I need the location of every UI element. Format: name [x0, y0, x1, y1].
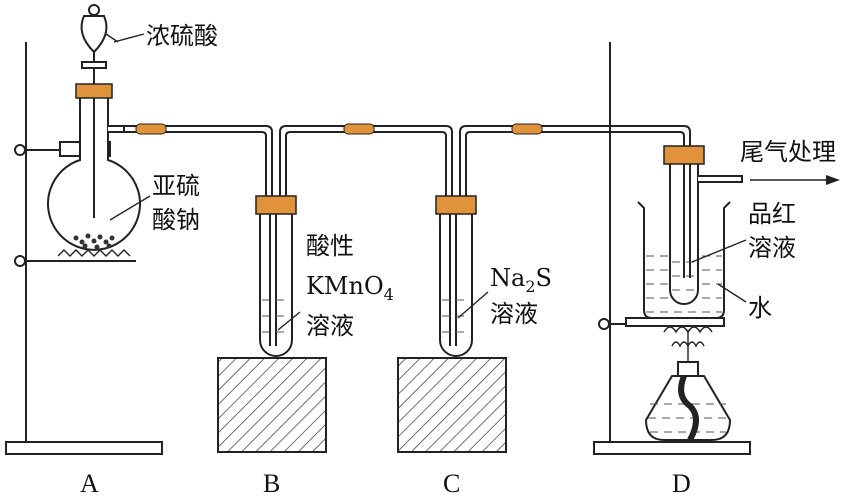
label-apparatus-b: B [263, 469, 280, 498]
ring-gauze-d [625, 317, 725, 327]
rubber-connector-2 [343, 123, 375, 135]
label-apparatus-a: A [80, 469, 99, 498]
stopper-d [663, 145, 705, 165]
rubber-connector-3 [511, 123, 543, 135]
leader-b [277, 311, 301, 331]
apparatus-c [397, 195, 507, 453]
label-fuchsin-2: 溶液 [748, 234, 796, 262]
stand-base-a [5, 441, 163, 455]
alcohol-lamp [644, 361, 732, 442]
label-b-acidic: 酸性 [306, 232, 354, 260]
water-bath [646, 255, 722, 313]
stand-base-d [593, 441, 751, 455]
label-water: 水 [748, 294, 772, 322]
stopper-a [75, 83, 113, 99]
stopper-c [435, 195, 477, 215]
glass-tubing [124, 123, 691, 196]
leader-c [457, 291, 489, 319]
sodium-sulfite-solid [73, 233, 115, 250]
apparatus-d [593, 42, 840, 455]
rubber-connector-1 [135, 123, 167, 135]
stopcock [81, 61, 107, 69]
apparatus-a [5, 4, 163, 455]
label-fuchsin-1: 品红 [748, 200, 796, 228]
block-b [217, 357, 327, 453]
leader-water [717, 283, 747, 303]
lamp-wick [678, 374, 699, 442]
label-tail-gas: 尾气处理 [740, 138, 836, 166]
label-apparatus-d: D [672, 469, 691, 498]
label-c-na2s: Na2S [490, 264, 552, 296]
leader-solid [109, 195, 151, 221]
label-sodium-sulfite-1: 亚硫 [152, 172, 200, 200]
label-sodium-sulfite-2: 酸钠 [152, 206, 200, 234]
flame-icon [663, 326, 713, 362]
wire-gauze-a [52, 249, 136, 262]
label-b-kmno4: KMnO4 [306, 272, 394, 304]
exit-tube-d [698, 175, 743, 183]
apparatus-b [217, 195, 327, 453]
separatory-funnel [80, 4, 119, 218]
label-apparatus-c: C [443, 469, 460, 498]
stopper-b [255, 195, 297, 215]
leader-conc-acid [113, 33, 145, 43]
arrow-head-icon [826, 175, 840, 185]
label-b-solution: 溶液 [306, 312, 354, 340]
label-conc-sulfuric-acid: 浓硫酸 [146, 22, 218, 50]
block-c [397, 357, 507, 453]
leader-fuchsin [691, 239, 747, 263]
flask-side-arm [108, 125, 125, 133]
label-c-solution: 溶液 [490, 300, 538, 328]
